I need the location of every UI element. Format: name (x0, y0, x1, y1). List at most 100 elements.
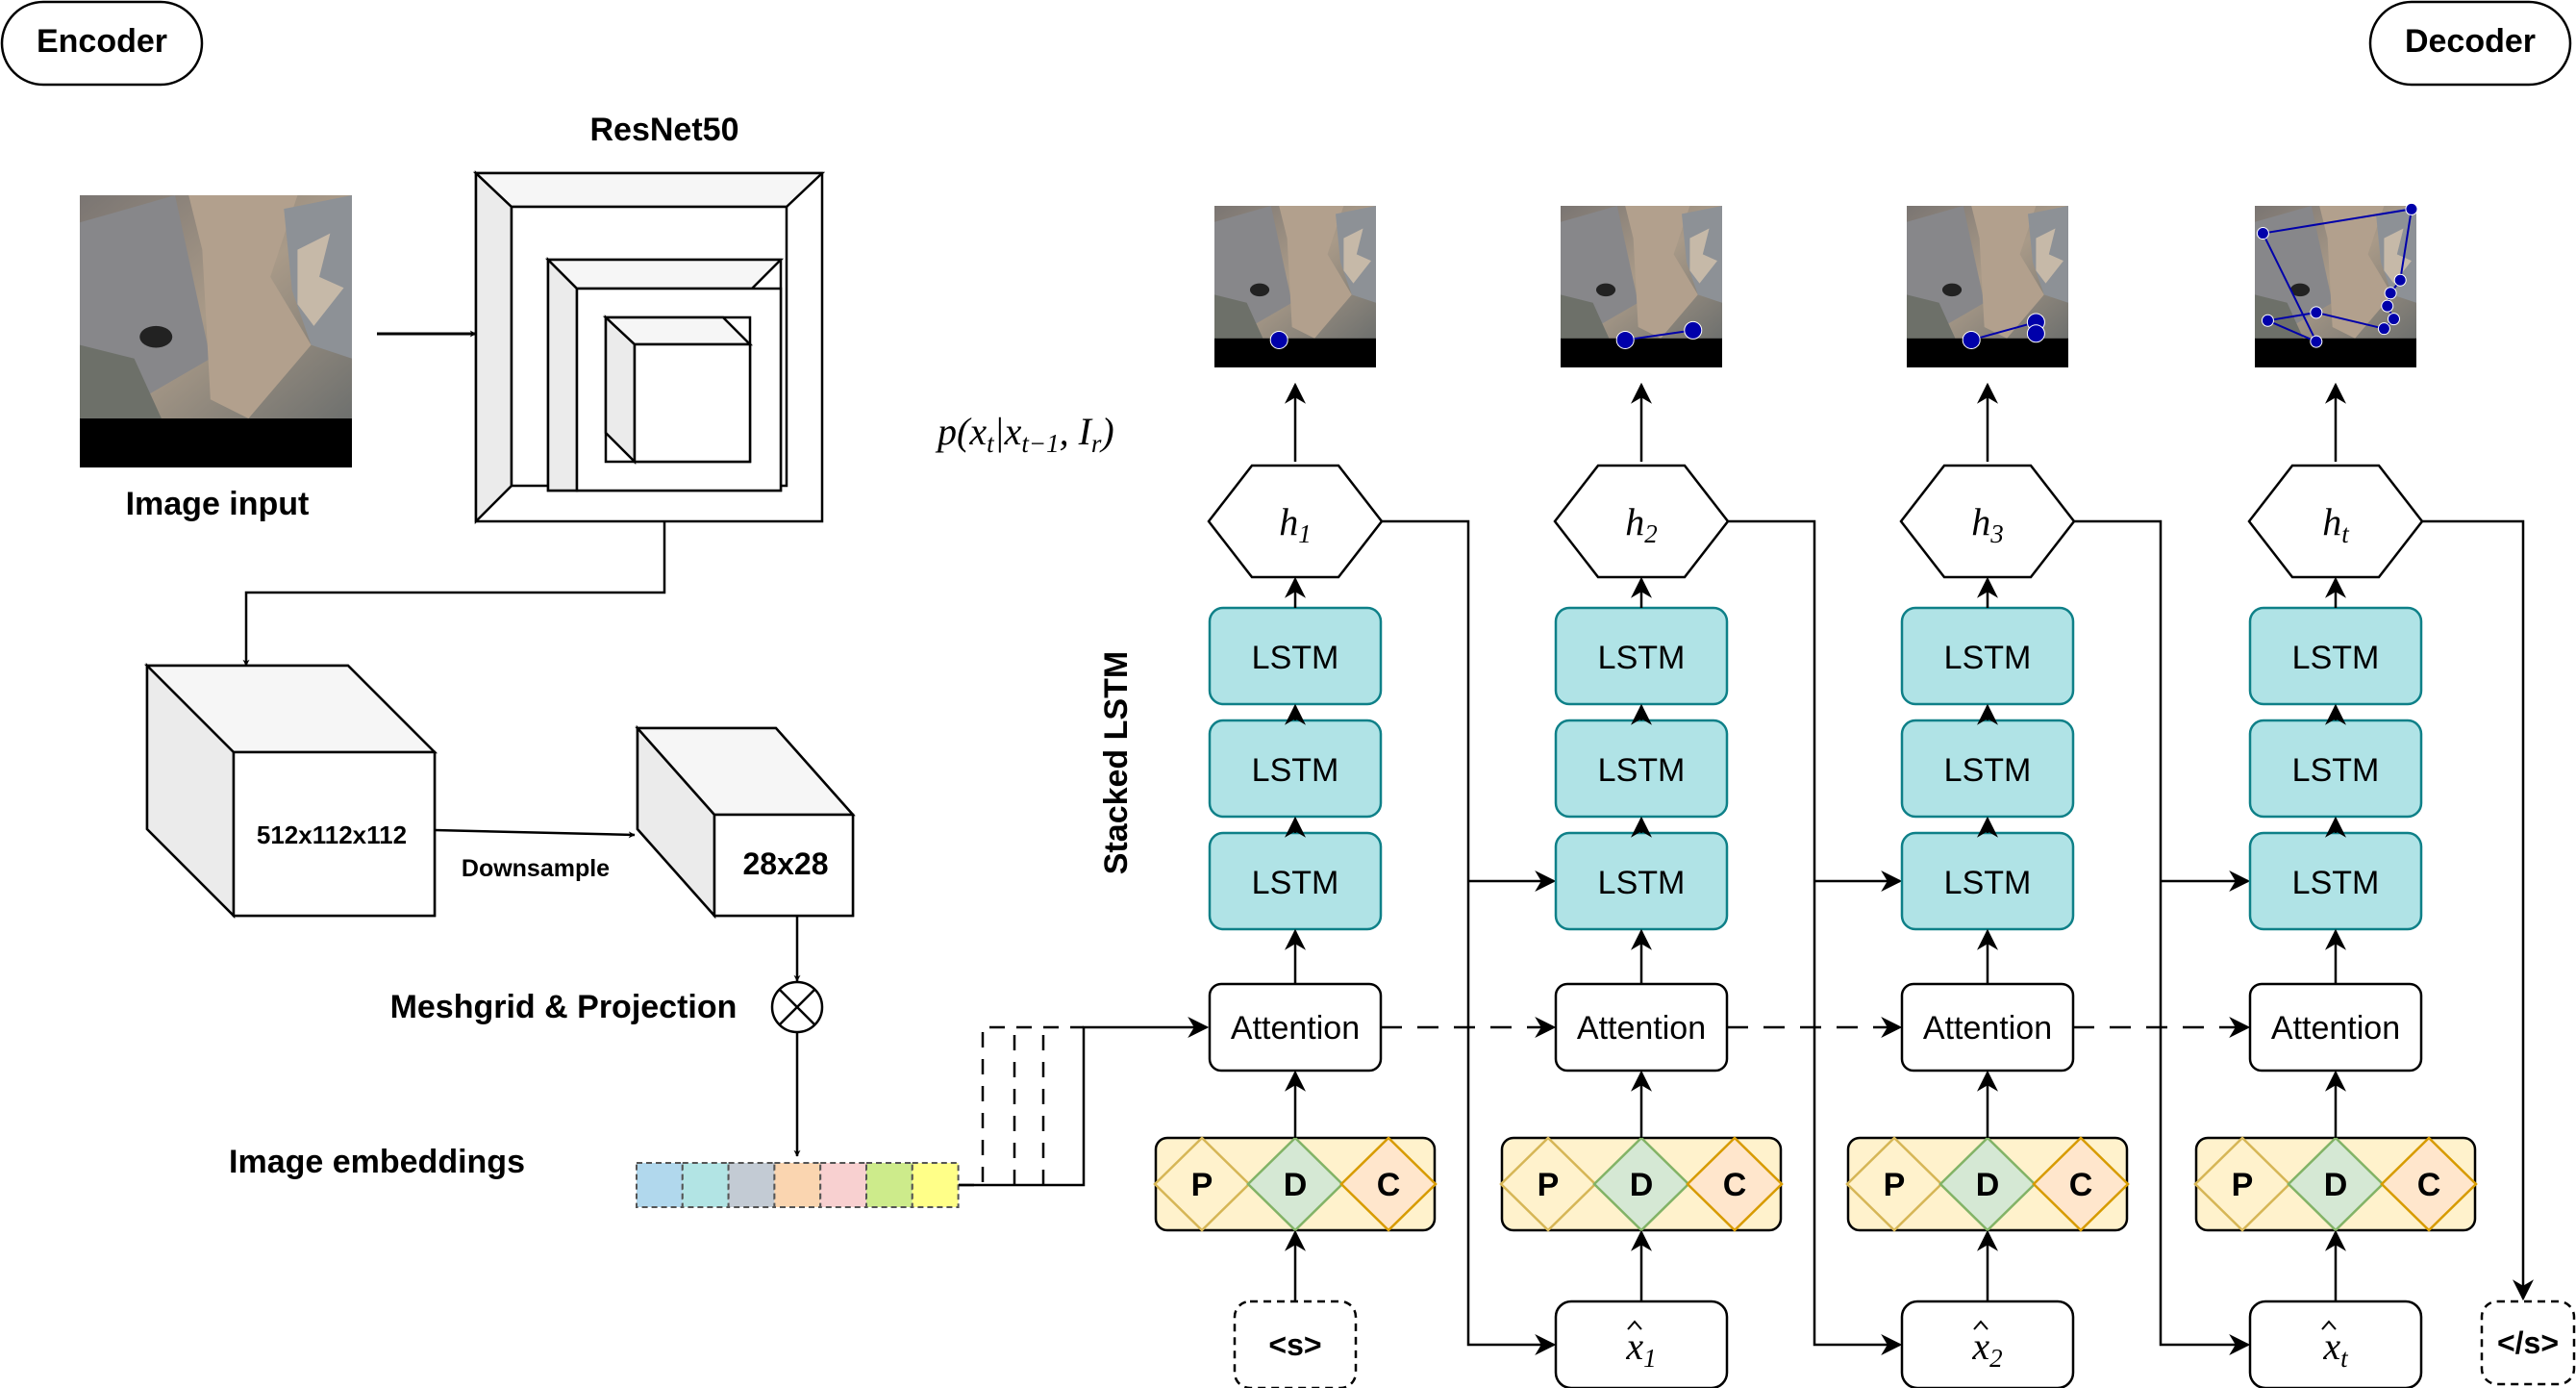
feature-map-label: 512x112x112 (257, 820, 407, 849)
end-token-label: </s> (2497, 1325, 2559, 1360)
hidden-state-label: h3 (1971, 500, 2004, 548)
grid-label: 28x28 (743, 846, 829, 881)
feature-map-cube (143, 662, 438, 920)
predicted-polygon-edge (1625, 329, 1693, 341)
predicted-vertex (1962, 330, 1981, 349)
previous-prediction-label: x2 (1971, 1325, 2002, 1373)
predicted-vertex (2405, 202, 2418, 215)
embeddings-label: Image embeddings (229, 1144, 525, 1180)
token-c-label: C (1377, 1167, 1401, 1203)
lstm-label: LSTM (1598, 640, 1686, 676)
arrow-hidden-to-next-input (2074, 519, 2251, 1355)
hidden-state-label: ht (2322, 500, 2350, 548)
token-d-label: D (1630, 1167, 1654, 1203)
arrow-hidden-to-next-input (1728, 519, 1903, 1355)
predicted-vertex (2261, 314, 2274, 327)
predicted-vertex (2387, 313, 2400, 326)
lstm-label: LSTM (1944, 865, 2032, 901)
predicted-vertex (2377, 322, 2390, 336)
embedding-cell (819, 1162, 868, 1208)
token-c-label: C (1723, 1167, 1747, 1203)
token-p-label: P (1538, 1167, 1560, 1203)
meshgrid-label: Meshgrid & Projection (390, 989, 738, 1025)
embedding-cell (636, 1162, 684, 1208)
end-token (2480, 1300, 2576, 1386)
lstm-label: LSTM (1252, 865, 1339, 901)
prediction-image (1561, 206, 1722, 367)
attention-label: Attention (1577, 1010, 1706, 1047)
input-image (80, 195, 352, 467)
decoder-label: Decoder (2405, 23, 2536, 60)
lstm-label: LSTM (1598, 865, 1686, 901)
token-p-label: P (2232, 1167, 2254, 1203)
arrow-downsample (434, 828, 636, 839)
lstm-label: LSTM (2292, 640, 2380, 676)
arrow-hidden-to-next-input (1382, 519, 1557, 1355)
previous-prediction-label: xt (2322, 1325, 2349, 1373)
lstm-label: LSTM (2292, 865, 2380, 901)
embedding-cell (865, 1162, 913, 1208)
embedding-dashed-copies (959, 1025, 1084, 1187)
token-c-label: C (2069, 1167, 2093, 1203)
attention-label: Attention (2271, 1010, 2400, 1047)
resnet-label: ResNet50 (590, 112, 739, 148)
token-c (1686, 1136, 1784, 1232)
probability-formula: p(xt|xt−1, Ir) (935, 410, 1114, 458)
embedding-cell (911, 1162, 960, 1208)
token-c (2380, 1136, 2478, 1232)
token-c-label: C (2417, 1167, 2441, 1203)
hat-accent (1627, 1320, 1642, 1330)
image-input-label: Image input (126, 486, 310, 522)
predicted-vertex (1269, 330, 1288, 349)
prediction-image (1214, 206, 1376, 367)
lstm-label: LSTM (1598, 752, 1686, 789)
embedding-cell (773, 1162, 822, 1208)
embedding-cell (681, 1162, 730, 1208)
lstm-label: LSTM (1944, 752, 2032, 789)
token-d-label: D (1284, 1167, 1308, 1203)
attention-label: Attention (1923, 1010, 2052, 1047)
token-d-label: D (1976, 1167, 2000, 1203)
grid-cube (635, 724, 856, 920)
token-p-label: P (1884, 1167, 1906, 1203)
arrow-embeddings-to-attention (959, 1017, 1210, 1187)
stacked-lstm-label: Stacked LSTM (1098, 651, 1135, 874)
decoder-badge: Decoder (2368, 0, 2572, 87)
token-c (1339, 1136, 1438, 1232)
predicted-vertex (2381, 299, 2394, 313)
embedding-cell (727, 1162, 776, 1208)
token-c (2032, 1136, 2130, 1232)
encoder-label: Encoder (37, 23, 167, 60)
embedding-strip (636, 1162, 960, 1208)
token-d-label: D (2324, 1167, 2348, 1203)
lstm-label: LSTM (1252, 752, 1339, 789)
hat-accent (1973, 1320, 1988, 1330)
predicted-vertex (1615, 330, 1635, 349)
predicted-vertex (2310, 335, 2323, 348)
hidden-state-label: h1 (1279, 500, 1312, 548)
predicted-vertex (2256, 227, 2269, 240)
hat-accent (2321, 1320, 2337, 1330)
resnet-block (472, 170, 826, 525)
arrow-hidden-to-end (2422, 519, 2534, 1301)
encoder-badge: Encoder (0, 0, 204, 87)
prediction-image (1907, 206, 2068, 367)
lstm-label: LSTM (1944, 640, 2032, 676)
predicted-vertex (2384, 287, 2397, 300)
predicted-vertex (1684, 320, 1703, 340)
downsample-label: Downsample (462, 855, 610, 882)
lstm-label: LSTM (2292, 752, 2380, 789)
predicted-vertex (2026, 324, 2045, 343)
hidden-state-label: h2 (1625, 500, 1658, 548)
token-p-label: P (1191, 1167, 1213, 1203)
attention-label: Attention (1231, 1010, 1360, 1047)
previous-prediction-label: x1 (1625, 1325, 1656, 1373)
predicted-vertex (2393, 273, 2407, 287)
predicted-vertex (2310, 306, 2323, 319)
